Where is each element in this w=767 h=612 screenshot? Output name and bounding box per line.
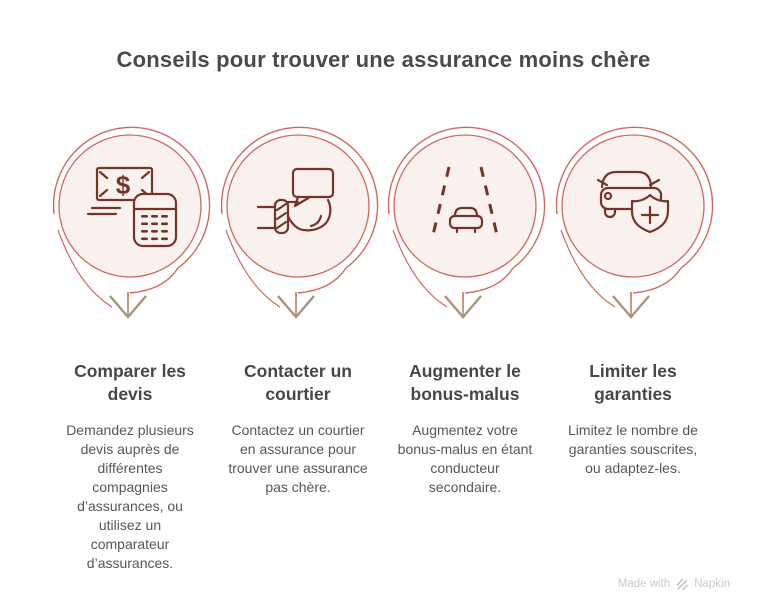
step-1-description: Demandez plusieurs devis auprès de diffé…	[66, 422, 194, 571]
money-calculator-icon: $	[86, 166, 178, 248]
step-column-1: $ Comparer les devis Demandez plusieurs …	[46, 112, 214, 573]
step-3-circle-graphic	[387, 126, 546, 319]
step-4-circle-graphic	[555, 126, 714, 319]
step-2-description: Contactez un courtier en assurance pour …	[228, 422, 368, 495]
step-1-circle-graphic: $	[52, 126, 211, 319]
step-column-3: Augmenter le bonus-malus Augmentez votre…	[381, 112, 549, 497]
circle-arrow-decoration	[52, 126, 211, 319]
svg-text:$: $	[116, 170, 131, 200]
step-2-circle-graphic	[220, 126, 379, 319]
step-column-4: Limiter les garanties Limitez le nombre …	[549, 112, 717, 478]
step-2-heading: Contacter un courtier	[244, 361, 352, 404]
step-4-description: Limitez le nombre de garanties souscrite…	[568, 422, 698, 476]
brand-name: Napkin	[694, 578, 730, 590]
made-with-text: Made with	[617, 578, 671, 590]
speech-bubble-hand-icon	[256, 167, 335, 235]
step-3-heading: Augmenter le bonus-malus	[409, 361, 521, 404]
road-car-icon	[431, 166, 499, 236]
page-title: Conseils pour trouver une assurance moin…	[116, 47, 651, 72]
napkin-logo-icon	[676, 578, 688, 591]
circle-arrow-decoration	[387, 126, 546, 319]
step-4-heading: Limiter les garanties	[589, 361, 677, 404]
step-1-heading: Comparer les devis	[74, 361, 186, 404]
circle-arrow-decoration	[220, 126, 379, 319]
step-3-description: Augmentez votre bonus-malus en étant con…	[397, 422, 533, 495]
car-shield-plus-icon	[596, 170, 670, 234]
step-column-2: Contacter un courtier Contactez un court…	[214, 112, 382, 497]
footer-credit: Made with Napkin	[618, 577, 730, 591]
